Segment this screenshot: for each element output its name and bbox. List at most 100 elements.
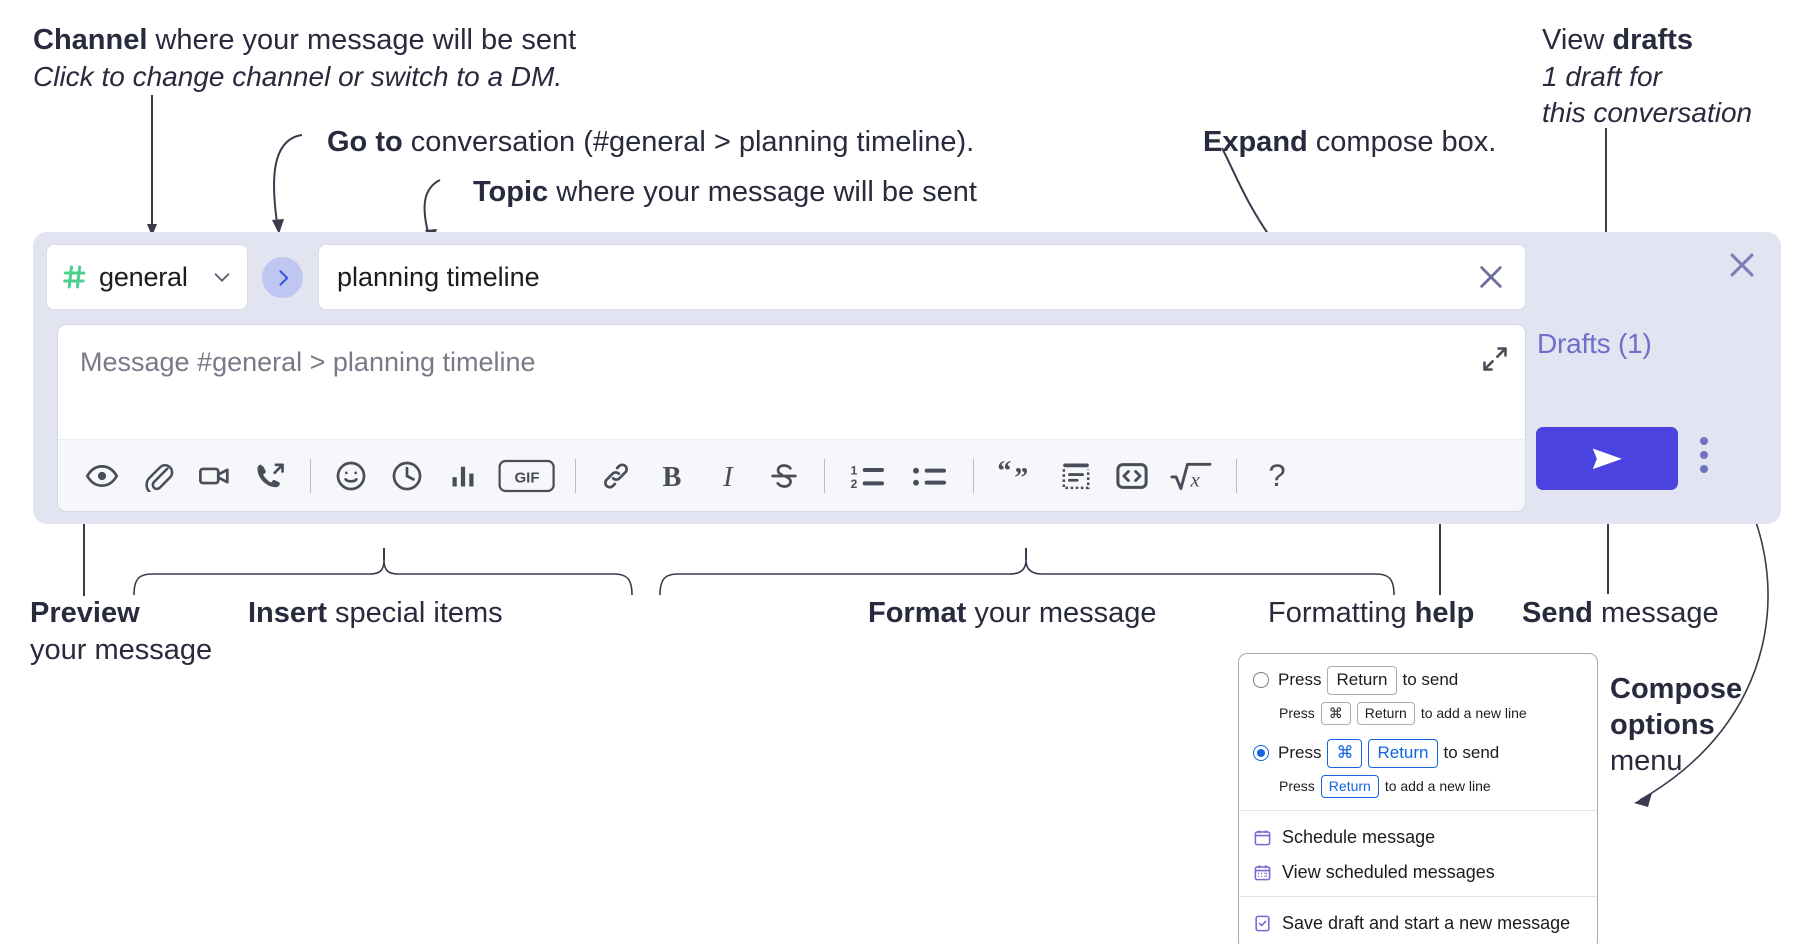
expand-icon <box>1483 347 1507 371</box>
annotation-topic: Topic where your message will be sent <box>473 174 977 211</box>
annotation-channel: Channel where your message will be sent … <box>33 22 576 95</box>
send-option-return-sub-post: to add a new line <box>1420 705 1527 722</box>
bulleted-list-button[interactable] <box>899 448 961 504</box>
annotation-insert: Insert special items <box>248 595 503 632</box>
math-button[interactable]: x <box>1160 448 1224 504</box>
radio-return[interactable] <box>1253 672 1269 689</box>
topic-value: planning timeline <box>337 261 540 292</box>
inline-code-button[interactable] <box>1104 448 1160 504</box>
message-input[interactable]: Message #general > planning timeline <box>58 325 1525 440</box>
annotation-send-bold: Send <box>1522 597 1593 629</box>
send-message-button[interactable] <box>1536 427 1678 490</box>
annotation-drafts-lead: View <box>1542 24 1613 56</box>
annotation-expand-rest: compose box. <box>1307 126 1497 158</box>
annotation-goto: Go to conversation (#general > planning … <box>327 124 974 161</box>
send-option-cmd-sub-post: to add a new line <box>1384 778 1491 795</box>
menu-item-schedule-message-label: Schedule message <box>1282 826 1436 847</box>
blockquote-icon: “ ” <box>997 459 1028 493</box>
annotation-compose-options-line1: Compose <box>1610 673 1743 705</box>
emoji-button[interactable] <box>323 448 379 504</box>
calendar-schedule-icon <box>1253 828 1272 847</box>
ordered-list-icon: 1 2 <box>851 463 884 491</box>
annotation-goto-rest: conversation (#general > planning timeli… <box>402 126 975 158</box>
drafts-link[interactable]: Drafts (1) <box>1537 328 1652 359</box>
close-compose-button[interactable] <box>1725 248 1759 282</box>
annotation-channel-rest: where your message will be sent <box>147 24 577 56</box>
menu-item-save-draft-label: Save draft and start a new message <box>1282 912 1571 933</box>
gif-button[interactable]: GIF <box>491 448 563 504</box>
send-option-return[interactable]: Press Return to send Press ⌘ Return to a… <box>1253 666 1583 725</box>
clear-topic-button[interactable] <box>1475 261 1507 293</box>
annotation-drafts-bold: drafts <box>1612 24 1693 56</box>
annotation-compose-options-line3: menu <box>1610 744 1683 777</box>
topic-input[interactable]: planning timeline <box>318 244 1526 310</box>
bold-icon: B <box>663 461 682 492</box>
send-option-cmd-sub-pre: Press <box>1279 778 1315 795</box>
italic-button[interactable]: I <box>700 448 756 504</box>
channel-selector[interactable]: general <box>46 244 248 310</box>
expand-compose-button[interactable] <box>1481 345 1509 373</box>
annotation-drafts: View drafts 1 draft for this conversatio… <box>1542 22 1752 131</box>
svg-text:1: 1 <box>851 463 858 477</box>
annotation-channel-italic: Click to change channel or switch to a D… <box>33 61 563 93</box>
menu-divider-2 <box>1239 895 1597 897</box>
menu-schedule-group: Schedule message View scheduled messages <box>1239 811 1597 896</box>
more-vertical-icon-dot-3 <box>1700 465 1708 473</box>
menu-item-view-scheduled[interactable]: View scheduled messages <box>1239 855 1597 890</box>
document-check-icon <box>1253 914 1272 933</box>
formatting-help-button[interactable]: ? <box>1249 448 1305 504</box>
key-return-sub: Return <box>1356 701 1415 725</box>
annotation-help: Formatting help <box>1268 595 1474 632</box>
annotation-insert-rest: special items <box>326 597 503 629</box>
link-button[interactable] <box>588 448 644 504</box>
bold-button[interactable]: B <box>644 448 700 504</box>
svg-text:x: x <box>1190 467 1201 491</box>
audio-clip-button[interactable] <box>242 448 298 504</box>
separator-1 <box>310 458 311 493</box>
svg-text:I: I <box>722 461 734 492</box>
annotation-preview-rest: your message <box>30 634 213 667</box>
ordered-list-button[interactable]: 1 2 <box>837 448 899 504</box>
annotation-expand-bold: Expand <box>1203 126 1308 158</box>
code-block-button[interactable] <box>1048 448 1104 504</box>
poll-button[interactable] <box>435 448 491 504</box>
menu-item-schedule-message[interactable]: Schedule message <box>1239 817 1597 855</box>
svg-text:?: ? <box>1268 459 1285 493</box>
formatting-toolbar: GIF B <box>58 439 1525 511</box>
code-block-icon <box>1062 463 1090 489</box>
send-option-return-post: to send <box>1402 670 1459 690</box>
annotation-format-rest: your message <box>966 597 1157 629</box>
svg-text:B: B <box>663 461 682 492</box>
bulleted-list-icon <box>913 467 946 486</box>
annotation-help-lead: Formatting <box>1268 597 1415 629</box>
message-placeholder: Message #general > planning timeline <box>80 347 536 377</box>
menu-divider-1 <box>1239 809 1597 811</box>
video-clip-button[interactable] <box>186 448 242 504</box>
menu-item-save-draft[interactable]: Save draft and start a new message <box>1239 903 1597 941</box>
annotation-topic-rest: where your message will be sent <box>548 176 977 208</box>
key-return-hl: Return <box>1368 738 1438 768</box>
attach-file-button[interactable] <box>130 448 186 504</box>
annotation-insert-bold: Insert <box>248 597 327 629</box>
annotation-compose-options: Compose options menu <box>1610 672 1742 780</box>
message-box: Message #general > planning timeline <box>57 324 1526 512</box>
svg-text:2: 2 <box>851 477 858 491</box>
strikethrough-icon <box>771 463 797 488</box>
recent-button[interactable] <box>379 448 435 504</box>
strikethrough-button[interactable] <box>756 448 812 504</box>
conversation-row: general planning timeline <box>46 244 1526 310</box>
annotation-drafts-italic1: 1 draft for <box>1542 61 1662 93</box>
compose-options-menu: Press Return to send Press ⌘ Return to a… <box>1238 653 1598 944</box>
compose-options-button[interactable] <box>1700 437 1708 473</box>
preview-button[interactable] <box>74 448 130 504</box>
gif-icon: GIF <box>498 459 555 492</box>
svg-text:“: “ <box>997 459 1011 487</box>
annotation-channel-bold: Channel <box>33 24 148 56</box>
annotation-preview: Preview your message <box>30 595 212 669</box>
send-option-cmd-return[interactable]: Press ⌘ Return to send Press Return to a… <box>1253 738 1583 798</box>
go-to-conversation-button[interactable] <box>262 257 303 298</box>
radio-cmd-return[interactable] <box>1253 745 1269 762</box>
send-option-return-pre: Press <box>1278 670 1322 690</box>
blockquote-button[interactable]: “ ” <box>986 448 1048 504</box>
send-paper-plane-icon <box>1592 448 1622 469</box>
